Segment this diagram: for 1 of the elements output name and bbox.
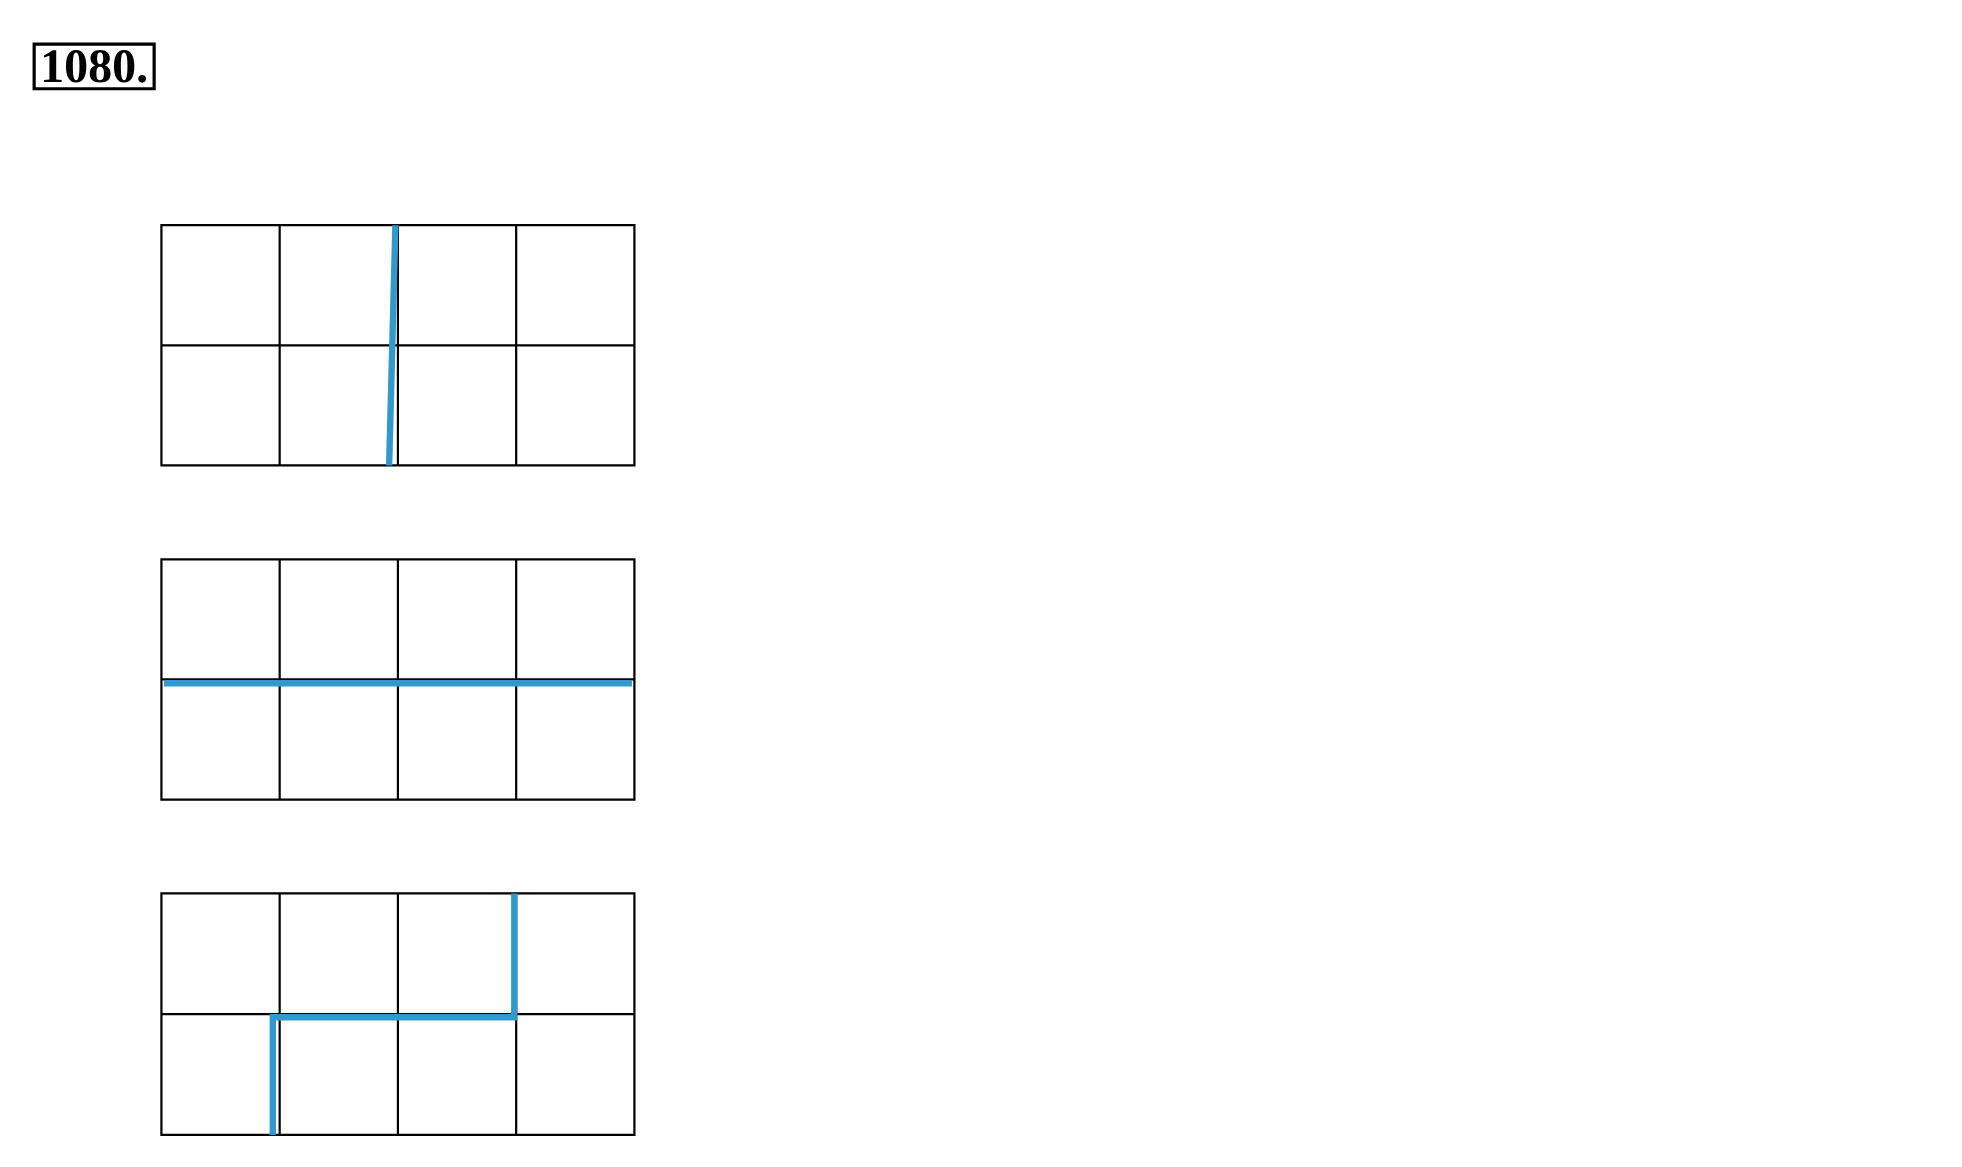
problem-number: 1080.: [32, 42, 156, 91]
